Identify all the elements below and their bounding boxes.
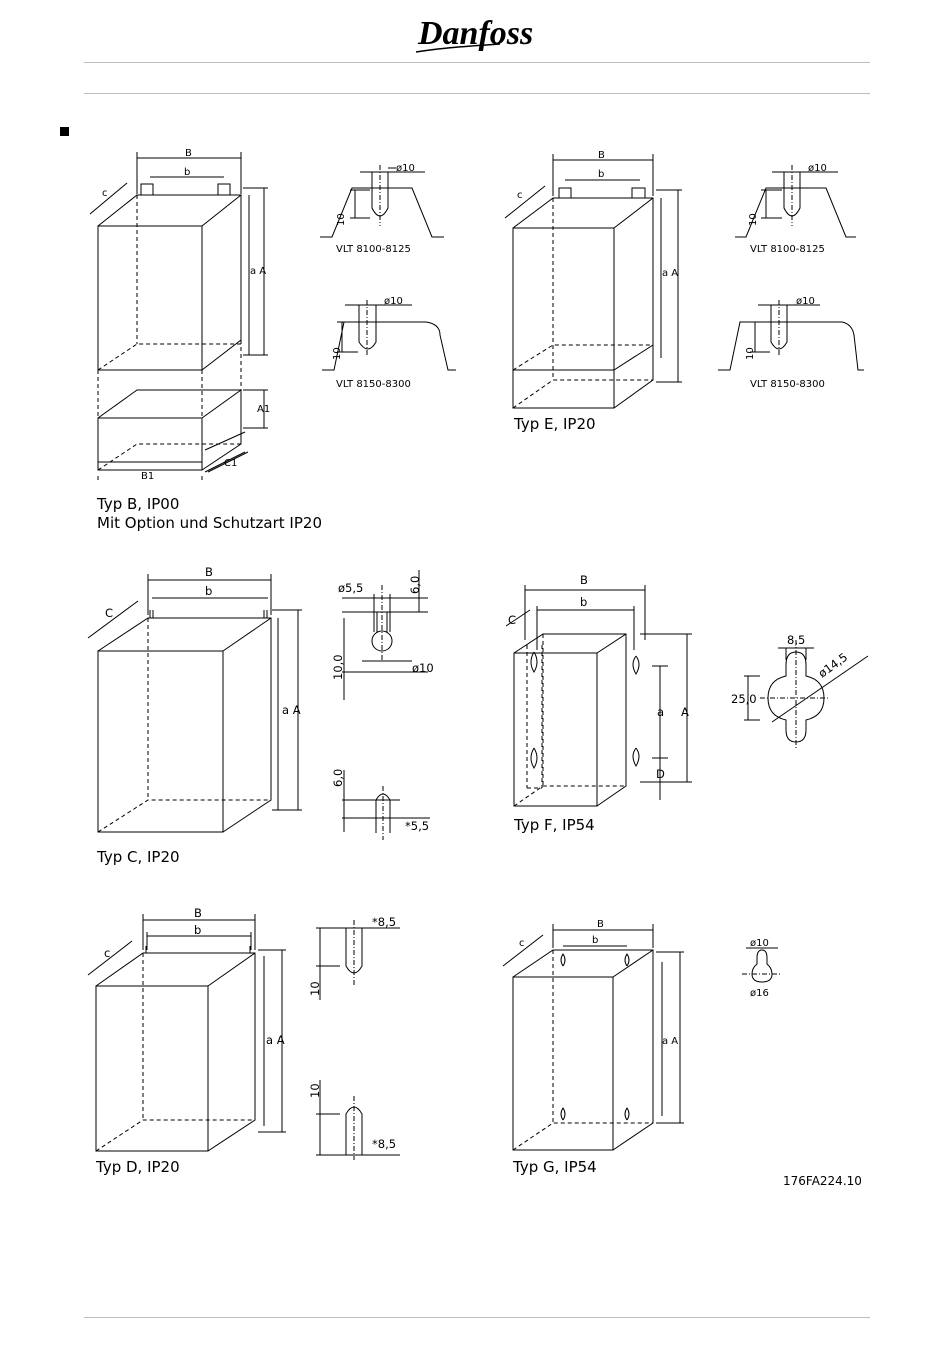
svg-text:ø10: ø10 [796,296,815,307]
drawing-id: 176FA224.10 [783,1174,862,1188]
svg-text:a A: a A [282,703,301,717]
drawing-typ-b: B b c a A A1 B1 C1 Typ B, IP00 Mit Optio… [89,148,322,532]
header-rule-top [84,62,870,63]
svg-text:B1: B1 [141,471,154,482]
svg-text:10: 10 [308,1083,322,1098]
svg-text:A: A [681,705,689,719]
svg-text:VLT 8100-8125: VLT 8100-8125 [750,244,825,255]
svg-text:*5,5: *5,5 [405,819,429,833]
detail-vlt-8100-8125-b: ø10 10 VLT 8100-8125 [320,163,444,255]
svg-text:10: 10 [745,347,756,360]
svg-text:a A: a A [266,1033,285,1047]
caption-typ-d: Typ D, IP20 [95,1158,180,1176]
detail-vlt-8100-8125-e: ø10 10 VLT 8100-8125 [735,163,856,255]
svg-text:6,0: 6,0 [331,769,345,787]
svg-text:a A: a A [662,1036,678,1047]
svg-text:ø10: ø10 [750,938,769,949]
svg-text:A1: A1 [257,404,270,415]
detail-keyhole-f: 8,5 25,0 ø14,5 [731,633,869,750]
svg-text:a: a [657,705,664,719]
drawing-typ-g: B b c a A Typ G, IP54 [502,919,684,1176]
svg-text:VLT 8150-8300: VLT 8150-8300 [336,379,411,390]
svg-text:C: C [105,606,113,620]
svg-text:*8,5: *8,5 [372,1137,396,1151]
svg-text:VLT 8100-8125: VLT 8100-8125 [336,244,411,255]
drawing-typ-c: B b C a A Typ C, IP20 [87,565,302,866]
svg-text:ø10: ø10 [412,661,434,675]
svg-text:B: B [598,150,605,161]
svg-text:c: c [519,938,525,949]
svg-text:B: B [185,148,192,159]
svg-text:ø14,5: ø14,5 [816,650,851,681]
svg-text:10: 10 [308,981,322,996]
svg-text:B: B [194,906,202,920]
svg-text:10: 10 [332,347,343,360]
detail-keyhole-c-top: ø5,5 6,0 10,0 ø10 [331,570,434,700]
svg-text:10: 10 [748,213,759,226]
detail-slot-d-top: *8,5 10 [308,915,400,1000]
svg-text:a A: a A [250,266,266,277]
caption-typ-c: Typ C, IP20 [96,848,180,866]
svg-text:6,0: 6,0 [408,576,422,594]
svg-text:B: B [597,919,604,930]
detail-vlt-8150-8300-b: ø10 10 VLT 8150-8300 [322,296,456,390]
svg-text:D: D [656,767,665,781]
danfoss-logo: Danfoss [415,15,533,53]
svg-text:ø10: ø10 [384,296,403,307]
svg-text:ø10: ø10 [808,163,827,174]
svg-text:C1: C1 [224,458,237,469]
section-bullet [60,127,69,136]
caption-typ-f: Typ F, IP54 [513,816,595,834]
detail-vlt-8150-8300-e: ø10 10 VLT 8150-8300 [718,296,864,390]
svg-text:ø10: ø10 [396,163,415,174]
svg-text:a A: a A [662,268,678,279]
svg-text:c: c [104,946,110,960]
svg-text:c: c [102,188,108,199]
svg-text:B: B [580,573,588,587]
svg-text:*8,5: *8,5 [372,915,396,929]
caption-typ-b: Typ B, IP00 [96,495,179,513]
drawing-typ-e: B b c a A Typ E, IP20 [504,150,682,433]
svg-text:b: b [184,167,190,178]
svg-text:8,5: 8,5 [787,633,805,647]
svg-text:b: b [194,923,201,937]
svg-text:ø16: ø16 [750,988,769,999]
drawing-typ-f: B b C a A D Typ F, IP54 [505,573,692,834]
svg-text:C: C [508,613,516,627]
caption-typ-g: Typ G, IP54 [512,1158,597,1176]
caption-typ-b-option: Mit Option und Schutzart IP20 [97,514,322,532]
svg-text:VLT 8150-8300: VLT 8150-8300 [750,379,825,390]
svg-text:10: 10 [336,213,347,226]
svg-text:c: c [517,190,523,201]
svg-text:b: b [592,935,598,946]
svg-text:b: b [598,169,604,180]
caption-typ-e: Typ E, IP20 [513,415,596,433]
header-rule-bottom [84,93,870,94]
svg-text:10,0: 10,0 [331,654,345,680]
svg-text:b: b [580,595,587,609]
svg-text:ø5,5: ø5,5 [338,581,363,595]
detail-keyhole-g: ø10 ø16 [742,938,782,999]
svg-text:25,0: 25,0 [731,692,757,706]
drawing-typ-d: B b c a A Typ D, IP20 [87,906,286,1176]
svg-text:B: B [205,565,213,579]
svg-text:b: b [205,584,212,598]
footer-rule [84,1317,870,1318]
detail-keyhole-c-bottom: 6,0 *5,5 [331,769,430,840]
detail-slot-d-bottom: 10 *8,5 [308,1080,400,1160]
